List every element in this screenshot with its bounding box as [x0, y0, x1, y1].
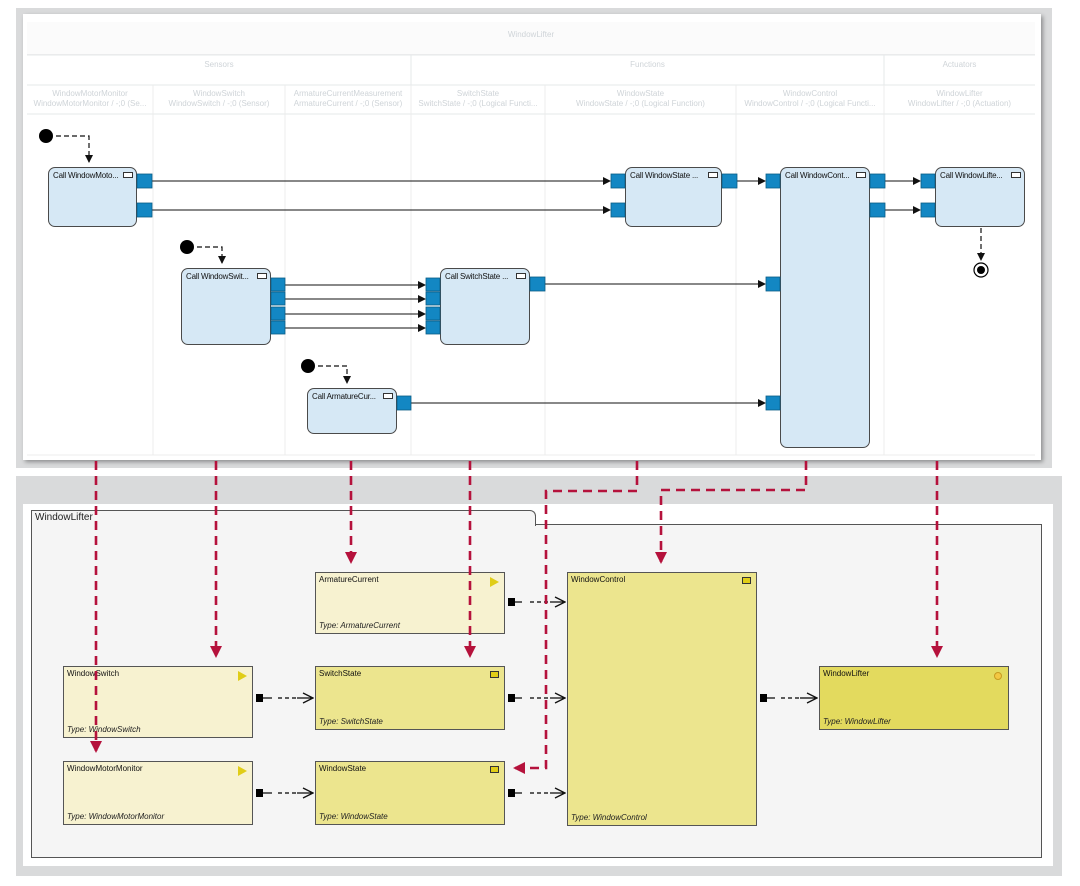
- component-container-tab: [31, 510, 536, 526]
- component-name: WindowControl: [571, 575, 626, 584]
- call-behavior-icon: [856, 172, 866, 178]
- call-behavior-icon: [123, 172, 133, 178]
- action-label: Call ArmatureCur...: [312, 392, 376, 401]
- lane-header-sub: WindowSwitch / -;0 (Sensor): [168, 99, 270, 108]
- action-call-windowstate[interactable]: Call WindowState ...: [625, 167, 722, 227]
- component-type: Type: WindowLifter: [823, 717, 891, 726]
- call-behavior-icon: [516, 273, 526, 279]
- lane-header-name: WindowState: [616, 89, 665, 98]
- action-call-windowcontrol[interactable]: Call WindowCont...: [780, 167, 870, 448]
- component-type: Type: WindowState: [319, 812, 388, 821]
- action-label: Call WindowCont...: [785, 171, 850, 180]
- lane-header-name: WindowControl: [782, 89, 838, 98]
- group-header-sensors: Sensors: [204, 60, 234, 69]
- component-windowcontrol[interactable]: WindowControl Type: WindowControl: [567, 572, 757, 826]
- component-name: WindowState: [319, 764, 367, 773]
- lane-header-name: ArmatureCurrentMeasurement: [293, 89, 403, 98]
- activity-diagram-panel: [23, 14, 1041, 460]
- lane-header-sub: WindowMotorMonitor / -;0 (Se...: [33, 99, 147, 108]
- component-type: Type: SwitchState: [319, 717, 383, 726]
- component-windowswitch[interactable]: WindowSwitch Type: WindowSwitch: [63, 666, 253, 738]
- action-call-switchstate[interactable]: Call SwitchState ...: [440, 268, 530, 345]
- lane-header-sub: WindowLifter / -;0 (Actuation): [907, 99, 1012, 108]
- lane-header-sub: SwitchState / -;0 (Logical Functi...: [418, 99, 538, 108]
- lane-header-name: SwitchState: [456, 89, 500, 98]
- call-behavior-icon: [383, 393, 393, 399]
- lane-header-sub: WindowControl / -;0 (Logical Functi...: [744, 99, 876, 108]
- component-name: WindowSwitch: [67, 669, 120, 678]
- action-label: Call WindowState ...: [630, 171, 699, 180]
- component-armaturecurrent[interactable]: ArmatureCurrent Type: ArmatureCurrent: [315, 572, 505, 634]
- action-call-armaturecurrent[interactable]: Call ArmatureCur...: [307, 388, 397, 434]
- lane-header-name: WindowMotorMonitor: [52, 89, 128, 98]
- lane-header-name: WindowSwitch: [192, 89, 245, 98]
- action-call-windowmotormonitor[interactable]: Call WindowMoto...: [48, 167, 137, 227]
- component-type: Type: ArmatureCurrent: [319, 621, 400, 630]
- function-square-icon: [490, 671, 499, 678]
- component-name: WindowMotorMonitor: [67, 764, 143, 773]
- sensor-triangle-icon: [238, 671, 247, 681]
- call-behavior-icon: [257, 273, 267, 279]
- component-name: SwitchState: [319, 669, 362, 678]
- action-call-windowswitch[interactable]: Call WindowSwit...: [181, 268, 271, 345]
- sensor-triangle-icon: [490, 577, 499, 587]
- component-name: WindowLifter: [823, 669, 870, 678]
- activity-title: WindowLifter: [507, 30, 555, 39]
- sensor-triangle-icon: [238, 766, 247, 776]
- action-label: Call SwitchState ...: [445, 272, 509, 281]
- component-windowmotormonitor[interactable]: WindowMotorMonitor Type: WindowMotorMoni…: [63, 761, 253, 825]
- actuator-circle-icon: [994, 672, 1002, 680]
- lane-header-sub: ArmatureCurrent / -;0 (Sensor): [293, 99, 403, 108]
- component-type: Type: WindowControl: [571, 813, 647, 822]
- component-windowstate[interactable]: WindowState Type: WindowState: [315, 761, 505, 825]
- activity-title-bar: [27, 22, 1035, 55]
- lane-header-sub: WindowState / -;0 (Logical Function): [576, 99, 705, 108]
- function-square-icon: [742, 577, 751, 584]
- action-label: Call WindowLifte...: [940, 171, 1003, 180]
- component-type: Type: WindowSwitch: [67, 725, 141, 734]
- component-windowlifter[interactable]: WindowLifter Type: WindowLifter: [819, 666, 1009, 730]
- lane-header-name: WindowLifter: [936, 89, 983, 98]
- group-header-actuators: Actuators: [942, 60, 977, 69]
- action-label: Call WindowSwit...: [186, 272, 249, 281]
- component-switchstate[interactable]: SwitchState Type: SwitchState: [315, 666, 505, 730]
- component-type: Type: WindowMotorMonitor: [67, 812, 165, 821]
- component-name: ArmatureCurrent: [319, 575, 379, 584]
- call-behavior-icon: [708, 172, 718, 178]
- call-behavior-icon: [1011, 172, 1021, 178]
- group-header-functions: Functions: [630, 60, 665, 69]
- action-label: Call WindowMoto...: [53, 171, 119, 180]
- component-container-title: WindowLifter: [35, 512, 93, 523]
- action-call-windowlifter[interactable]: Call WindowLifte...: [935, 167, 1025, 227]
- function-square-icon: [490, 766, 499, 773]
